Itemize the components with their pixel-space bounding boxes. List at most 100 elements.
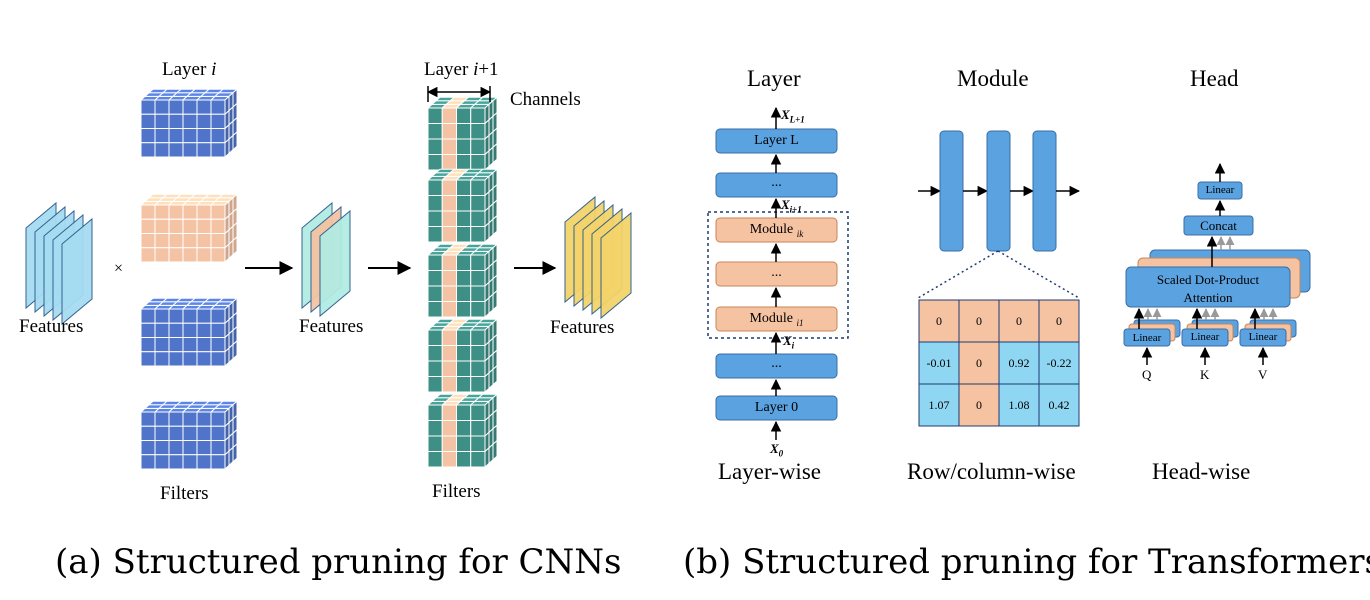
cube-front-cell: [427, 420, 443, 437]
cube-front-cell: [168, 322, 184, 338]
layerwise-caption: Layer-wise: [718, 459, 821, 484]
cube-side-cell: [232, 130, 238, 151]
cube-front-cell: [427, 210, 443, 227]
cube-side-cell: [232, 235, 238, 256]
cube-front-cell: [456, 376, 472, 393]
cube-front-cell: [154, 411, 170, 427]
cube-front-cell: [441, 301, 457, 318]
cube-front-cell: [441, 138, 457, 155]
cube-front-cell: [168, 204, 184, 220]
cube-front-cell: [427, 123, 443, 140]
linear-front: [1123, 328, 1171, 347]
cube-side-cell: [492, 439, 498, 461]
cube-front-cell: [182, 454, 198, 470]
cube-front-cell: [441, 226, 457, 243]
cube-front-cell: [456, 285, 472, 302]
cube-front-cell: [427, 435, 443, 452]
cube-front-cell: [427, 107, 443, 124]
cube-front-cell: [210, 454, 226, 470]
matrix-cell-value: 0.42: [1048, 398, 1070, 412]
cube-side-cell: [484, 221, 490, 244]
cube-front-cell: [182, 142, 198, 158]
cube-side-cell: [488, 146, 494, 168]
matrix-cell: [1038, 299, 1080, 343]
intermediate-feature-maps: [301, 201, 351, 318]
cube-front-cell: [470, 154, 486, 171]
cube-front-cell: [154, 128, 170, 144]
rowcolumn-pruning-diagram: [917, 130, 1081, 427]
cube-front-cell: [140, 247, 156, 263]
headwise-pruning-diagram: [1123, 162, 1311, 365]
cube-front-cell: [154, 454, 170, 470]
cube-front-cell: [196, 233, 212, 249]
cube-front-cell: [441, 435, 457, 452]
cube-front-cell: [168, 99, 184, 115]
cube-front-cell: [210, 113, 226, 129]
matrix-cell: [918, 299, 960, 343]
cube-front-cell: [456, 154, 472, 171]
q-label: Q: [1142, 367, 1152, 382]
cube-front-cell: [470, 376, 486, 393]
cube-front-cell: [196, 218, 212, 234]
cube-side-cell: [232, 442, 238, 463]
matrix-cell-value: 1.08: [1008, 398, 1030, 412]
linear-top-label: Linear: [1205, 184, 1235, 196]
cube-front-cell: [140, 440, 156, 456]
cube-front-cell: [456, 329, 472, 346]
cube-front-cell: [441, 329, 457, 346]
cube-side-cell: [484, 371, 490, 394]
cube-front-cell: [168, 247, 184, 263]
cube-front-cell: [154, 99, 170, 115]
cube-front-cell: [427, 195, 443, 212]
cube-front-cell: [182, 113, 198, 129]
cube-side-cell: [484, 296, 490, 319]
cube-front-cell: [168, 351, 184, 367]
cube-front-cell: [154, 204, 170, 220]
cube-front-cell: [140, 308, 156, 324]
matrix-cell: [998, 383, 1040, 427]
cube-front-cell: [182, 425, 198, 441]
cube-front-cell: [154, 337, 170, 353]
cube-front-cell: [168, 454, 184, 470]
cube-side-cell: [232, 339, 238, 360]
cube-side-cell: [228, 134, 234, 155]
layer-i1-title: Layer i+1: [424, 59, 499, 80]
qkv-linear-stacks: [1123, 307, 1297, 365]
cube-side-cell: [484, 149, 490, 172]
cube-front-cell: [210, 308, 226, 324]
matrix-cell-value: -0.22: [1046, 356, 1072, 370]
cube-front-cell: [456, 420, 472, 437]
matrix-cell: [958, 341, 1000, 385]
zoom-line-left: [917, 250, 999, 299]
linear-front: [1239, 328, 1287, 347]
cube-front-cell: [154, 113, 170, 129]
attention-block-front: [1125, 266, 1291, 308]
cube-side-cell: [492, 364, 498, 386]
cube-side-cell: [228, 239, 234, 260]
linear-q-label: Linear: [1132, 332, 1162, 344]
layer-i-filters: [139, 88, 239, 471]
cube-front-cell: [196, 440, 212, 456]
cube-front-cell: [196, 351, 212, 367]
cube-front-cell: [182, 99, 198, 115]
matrix-cell: [998, 341, 1040, 385]
module-ik-label: Module ik: [749, 222, 804, 239]
cube-front-cell: [441, 376, 457, 393]
filter-cube-1: [139, 88, 239, 159]
features-mid-label: Features: [299, 316, 364, 337]
weight-bar-2: [986, 130, 1011, 252]
matrix-cell-value: 1.07: [928, 398, 950, 412]
cube-front-cell: [154, 425, 170, 441]
cube-front-cell: [441, 285, 457, 302]
cube-front-cell: [456, 345, 472, 362]
module-i1-label: Module i1: [749, 311, 804, 328]
cube-front-cell: [154, 322, 170, 338]
cube-front-cell: [470, 360, 486, 377]
cube-front-cell: [140, 128, 156, 144]
cube-front-cell: [210, 351, 226, 367]
cube-front-cell: [140, 204, 156, 220]
rowcol-caption: Row/column-wise: [907, 459, 1076, 484]
matrix-cell: [958, 383, 1000, 427]
cube-front-cell: [210, 233, 226, 249]
cube-front-cell: [456, 254, 472, 271]
